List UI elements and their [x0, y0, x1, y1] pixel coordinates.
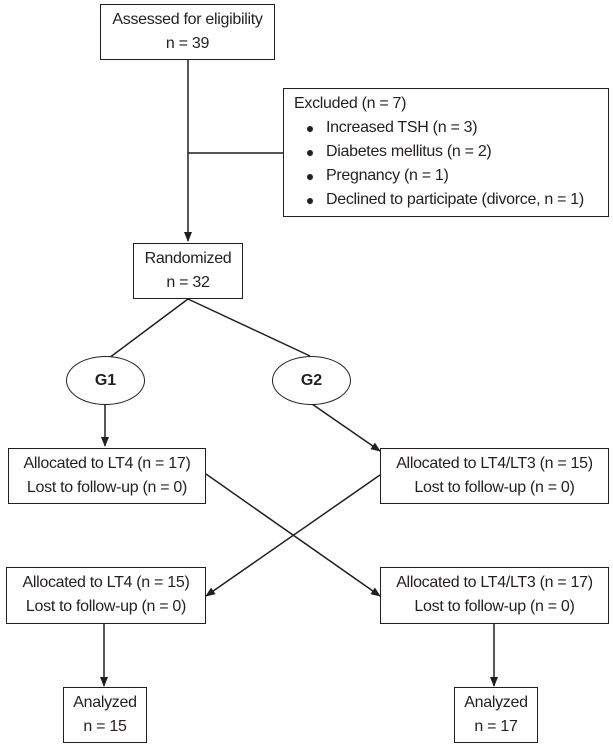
phase1-left-box: Allocated to LT4 (n = 17) Lost to follow… [8, 448, 206, 504]
allocation-label: Allocated to LT4 (n = 15) [22, 574, 190, 591]
line-randomized-to-g2 [187, 298, 311, 357]
randomized-box: Randomized n = 32 [133, 243, 243, 299]
excluded-title: Excluded (n = 7) [294, 95, 407, 112]
randomized-count: n = 32 [166, 274, 210, 291]
analyzed-title: Analyzed [73, 694, 137, 711]
allocation-label: Allocated to LT4/LT3 (n = 15) [396, 455, 593, 472]
excluded-box: Excluded (n = 7) Increased TSH (n = 3) D… [283, 88, 609, 217]
assessed-box: Assessed for eligibility n = 39 [100, 4, 275, 60]
analyzed-count: n = 15 [83, 718, 127, 735]
excluded-item: Declined to participate (divorce, n = 1) [294, 188, 608, 212]
analyzed-title: Analyzed [464, 694, 528, 711]
group-g1-label: G1 [94, 371, 117, 389]
lost-followup-label: Lost to follow-up (n = 0) [414, 479, 575, 496]
analyzed-right-box: Analyzed n = 17 [454, 687, 538, 743]
assessed-title: Assessed for eligibility [112, 11, 263, 28]
phase2-left-box: Allocated to LT4 (n = 15) Lost to follow… [6, 567, 206, 624]
lost-followup-label: Lost to follow-up (n = 0) [25, 598, 187, 615]
excluded-item: Increased TSH (n = 3) [294, 116, 608, 140]
analyzed-left-box: Analyzed n = 15 [63, 687, 147, 743]
allocation-label: Allocated to LT4/LT3 (n = 17) [396, 574, 593, 591]
analyzed-count: n = 17 [474, 718, 518, 735]
excluded-list: Increased TSH (n = 3) Diabetes mellitus … [294, 116, 608, 212]
lost-followup-label: Lost to follow-up (n = 0) [414, 598, 575, 615]
line-g2-to-allocated [311, 403, 381, 452]
assessed-count: n = 39 [165, 35, 210, 52]
line-cross-right-to-left [205, 474, 381, 597]
line-randomized-to-g1 [104, 298, 189, 362]
group-g1-ellipse: G1 [66, 356, 145, 405]
group-g2-ellipse: G2 [272, 356, 351, 405]
group-g2-label: G2 [300, 371, 323, 389]
excluded-item: Pregnancy (n = 1) [294, 164, 608, 188]
randomized-title: Randomized [144, 250, 232, 267]
excluded-item: Diabetes mellitus (n = 2) [294, 140, 608, 164]
allocation-label: Allocated to LT4 (n = 17) [23, 455, 191, 472]
phase2-right-box: Allocated to LT4/LT3 (n = 17) Lost to fo… [380, 567, 609, 624]
phase1-right-box: Allocated to LT4/LT3 (n = 15) Lost to fo… [380, 448, 609, 504]
lost-followup-label: Lost to follow-up (n = 0) [26, 479, 188, 496]
